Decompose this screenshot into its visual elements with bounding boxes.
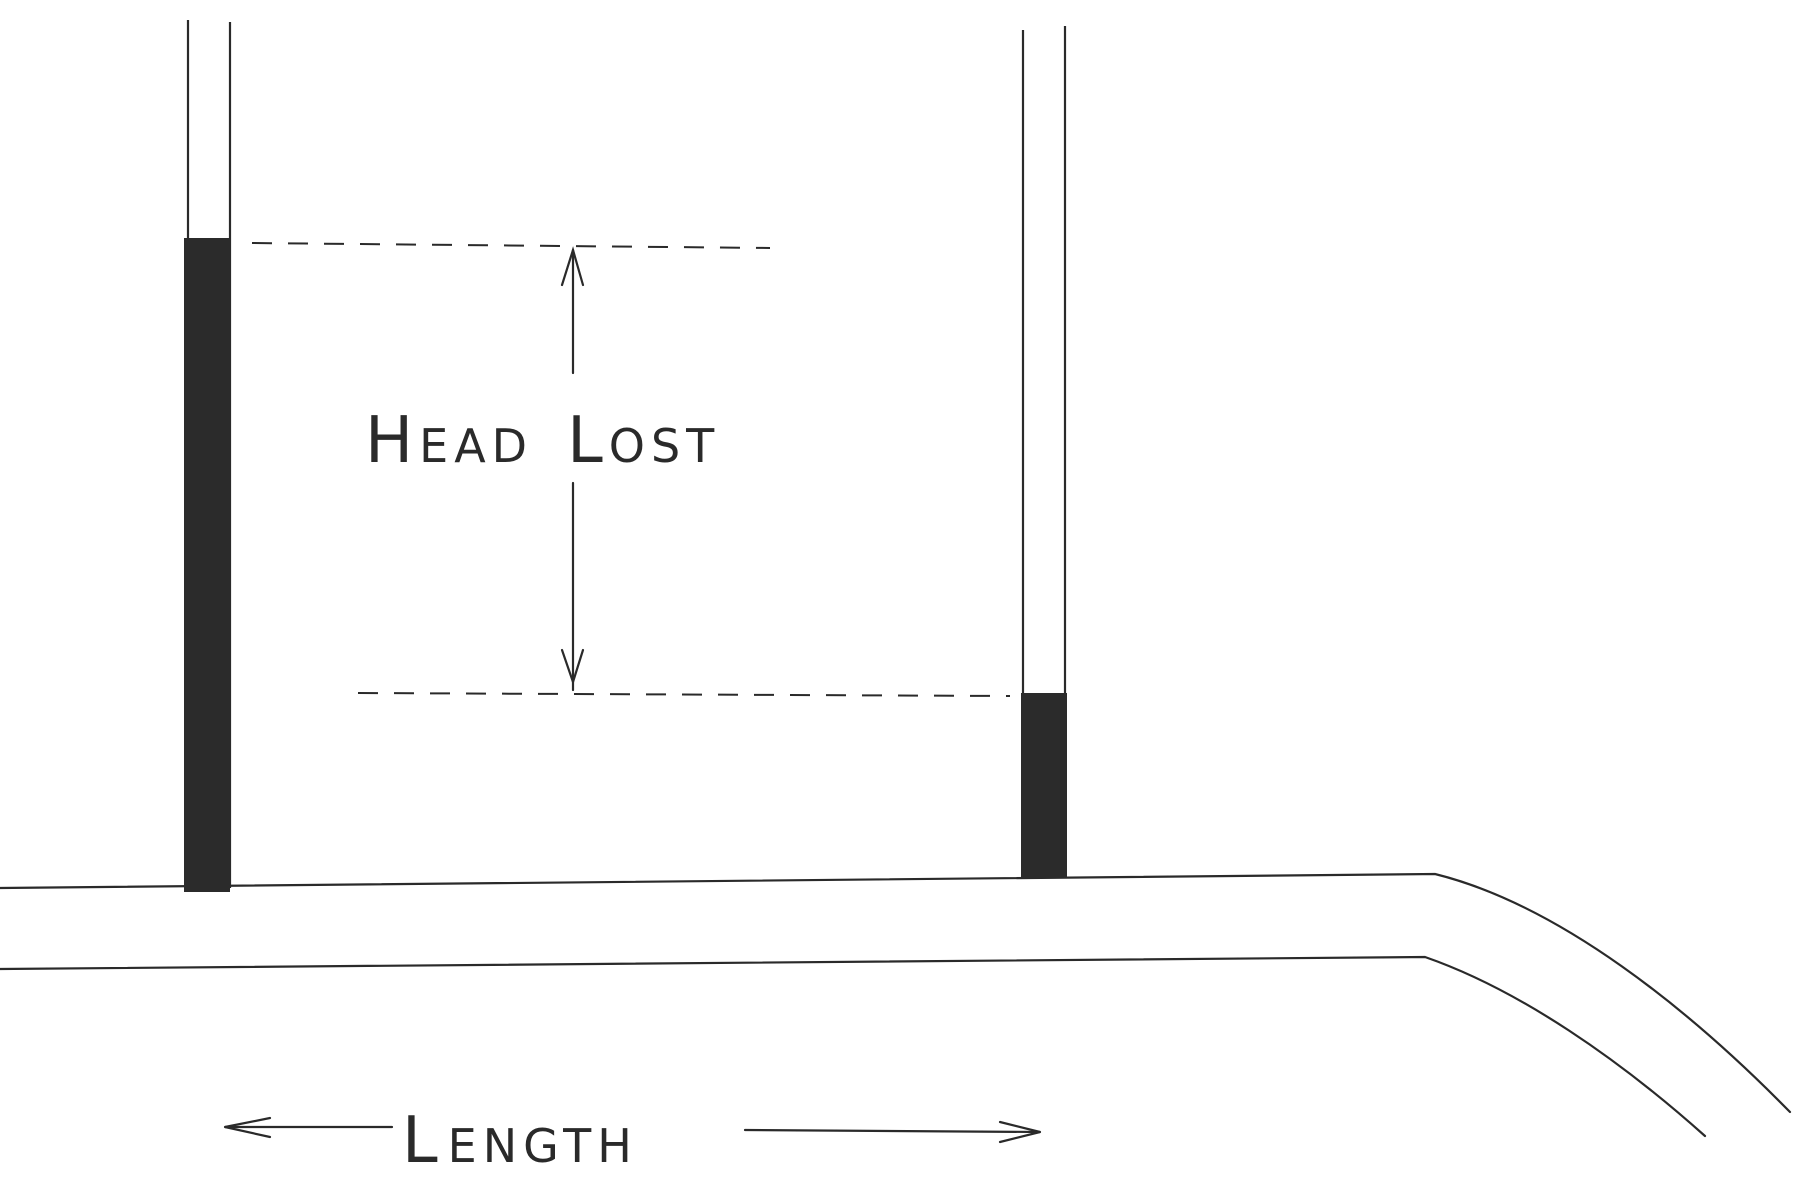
head-lost-word2-rest: OST (609, 419, 721, 473)
length-arrow-left-head (224, 1116, 272, 1139)
pipe-bottom-wall (0, 955, 1707, 1138)
piezometer-tube-left (184, 20, 232, 892)
length-arrow-right-shaft (743, 1128, 1042, 1134)
head-lost-dimension (560, 246, 585, 692)
length-initial: L (402, 1104, 444, 1178)
pipe-top-wall (0, 872, 1792, 1114)
length-rest: ENGTH (448, 1119, 638, 1173)
length-arrow-right-head (998, 1120, 1041, 1144)
upper-level-dashed-line (251, 242, 771, 249)
head-lost-arrow-up-head (560, 246, 585, 287)
piezometer-tube-right (1021, 26, 1067, 878)
lower-level-dashed-line (357, 692, 1011, 697)
head-lost-word1-initial: H (365, 404, 419, 478)
pipe (0, 872, 1792, 1138)
head-lost-word2-initial: L (567, 404, 609, 478)
head-lost-label: HEAD LOST (365, 404, 720, 478)
head-lost-arrow-down-head (560, 648, 585, 686)
length-label: LENGTH (402, 1104, 638, 1178)
water-column-right (1021, 693, 1067, 878)
length-dimension (223, 1116, 1042, 1144)
water-column-left (184, 238, 230, 892)
head-lost-word1-rest: EAD (419, 419, 533, 473)
level-lines (251, 242, 1011, 697)
